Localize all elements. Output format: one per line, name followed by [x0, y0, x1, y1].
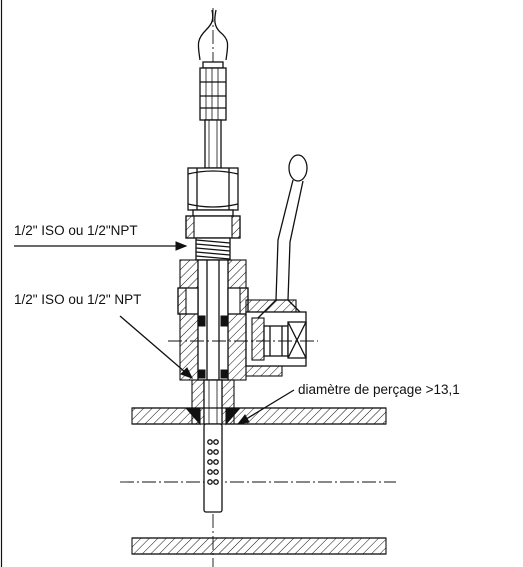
weld-beads — [184, 407, 242, 426]
leader-arrow-thread-top — [14, 241, 188, 251]
hex-nut — [187, 167, 239, 217]
lever-handle — [257, 154, 308, 319]
ball-valve-assembly — [168, 299, 318, 377]
pipe-section — [120, 407, 396, 555]
label-thread-mid: 1/2" ISO ou 1/2" NPT — [14, 292, 142, 307]
connector-head — [199, 61, 227, 121]
leader-arrow-thread-mid — [119, 315, 194, 379]
valve-body — [177, 259, 249, 381]
leader-arrow-drill-diameter — [236, 389, 295, 425]
threaded-fitting — [185, 215, 241, 261]
probe-shaft-upper — [204, 119, 222, 169]
label-thread-top: 1/2" ISO ou 1/2"NPT — [14, 223, 138, 238]
cable — [197, 9, 229, 61]
sensor-tip — [203, 423, 223, 513]
label-drill-diameter: diamètre de perçage >13,1 — [298, 382, 460, 397]
